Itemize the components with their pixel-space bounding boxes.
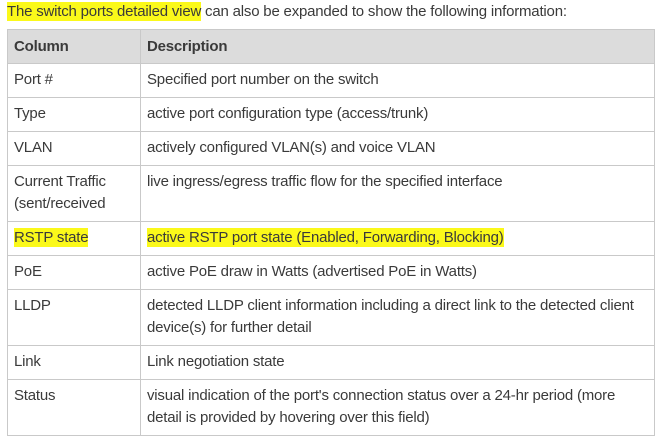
column-text: Link (14, 353, 41, 370)
description-text: active RSTP port state (Enabled, Forward… (147, 228, 504, 247)
highlighted-phrase: The switch ports detailed view (7, 2, 202, 21)
column-text: PoE (14, 263, 42, 280)
cell-column: RSTP state (7, 221, 141, 256)
cell-description: actively configured VLAN(s) and voice VL… (140, 131, 655, 166)
table-row: Type active port configuration type (acce… (7, 97, 655, 132)
table-row: LLDP detected LLDP client information inc… (7, 289, 655, 346)
intro-rest: can also be expanded to show the followi… (201, 3, 567, 20)
header-row: Column Description (7, 29, 655, 64)
cell-description: detected LLDP client information includi… (140, 289, 655, 346)
intro-text: The switch ports detailed view can also … (7, 2, 567, 21)
cell-column: Current Traffic (sent/received (7, 165, 141, 222)
column-text: LLDP (14, 297, 51, 314)
port-info-table: Column Description Port # Specified port … (7, 29, 655, 436)
cell-column: VLAN (7, 131, 141, 166)
table-row: Port # Specified port number on the switc… (7, 63, 655, 98)
description-text: actively configured VLAN(s) and voice VL… (147, 139, 436, 156)
column-text: Type (14, 105, 46, 122)
description-text: detected LLDP client information includi… (147, 297, 634, 336)
description-text: active port configuration type (access/t… (147, 105, 429, 122)
cell-description: Link negotiation state (140, 345, 655, 380)
cell-description: active port configuration type (access/t… (140, 97, 655, 132)
table-row: Current Traffic (sent/received live ingre… (7, 165, 655, 222)
cell-column: LLDP (7, 289, 141, 346)
cell-column: Type (7, 97, 141, 132)
table-row: Status visual indication of the port's co… (7, 379, 655, 436)
column-text: VLAN (14, 139, 53, 156)
cell-column: Link (7, 345, 141, 380)
description-text: live ingress/egress traffic flow for the… (147, 173, 503, 190)
cell-description: live ingress/egress traffic flow for the… (140, 165, 655, 222)
table-row: Link Link negotiation state (7, 345, 655, 380)
cell-column: Status (7, 379, 141, 436)
cell-description: Specified port number on the switch (140, 63, 655, 98)
table-row: RSTP state active RSTP port state (Enable… (7, 221, 655, 256)
table-row: VLAN actively configured VLAN(s) and voic… (7, 131, 655, 166)
column-text: Current Traffic (sent/received (14, 173, 106, 212)
description-text: Link negotiation state (147, 353, 285, 370)
column-text: Status (14, 387, 56, 404)
column-text: RSTP state (14, 228, 89, 247)
cell-column: PoE (7, 255, 141, 290)
column-text: Port # (14, 71, 53, 88)
cell-description: active RSTP port state (Enabled, Forward… (140, 221, 655, 256)
cell-description: active PoE draw in Watts (advertised PoE… (140, 255, 655, 290)
description-text: visual indication of the port's connecti… (147, 387, 616, 426)
header-description: Description (140, 29, 655, 64)
cell-description: visual indication of the port's connecti… (140, 379, 655, 436)
cell-column: Port # (7, 63, 141, 98)
description-text: active PoE draw in Watts (advertised PoE… (147, 263, 477, 280)
header-column: Column (7, 29, 141, 64)
table-row: PoE active PoE draw in Watts (advertised … (7, 255, 655, 290)
description-text: Specified port number on the switch (147, 71, 379, 88)
